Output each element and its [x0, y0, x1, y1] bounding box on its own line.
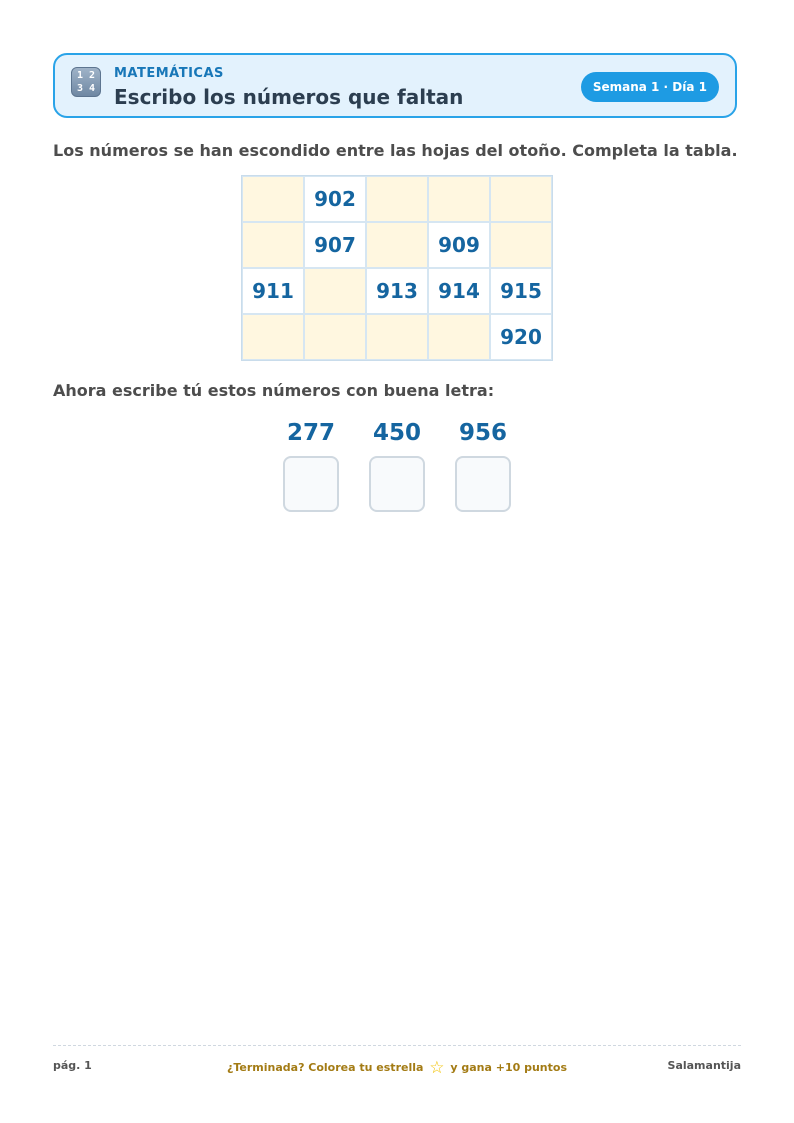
number-cell: 902 [304, 176, 366, 222]
dictation-number: 956 [458, 420, 507, 446]
page-number: pág. 1 [53, 1059, 92, 1072]
dictation-item: 956 [453, 418, 513, 512]
dictation-item: 277 [281, 418, 341, 512]
number-cell: 914 [428, 268, 490, 314]
number-cell: 909 [428, 222, 490, 268]
dictation-instruction: Ahora escribe tú estos números con buena… [53, 381, 495, 400]
dictation-number: 277 [286, 420, 335, 446]
blank-cell[interactable] [366, 222, 428, 268]
answer-box[interactable] [369, 456, 425, 512]
number-cell: 915 [490, 268, 552, 314]
week-day-badge: Semana 1 · Día 1 [580, 72, 719, 102]
subject-label: MATEMÁTICAS [114, 66, 224, 81]
number-cell: 913 [366, 268, 428, 314]
worksheet-header: 1 2 3 4 MATEMÁTICAS Escribo los números … [53, 53, 737, 118]
answer-box[interactable] [283, 456, 339, 512]
reward-message: ¿Terminada? Colorea tu estrella ☆ y gana… [0, 1058, 794, 1078]
grid-instruction: Los números se han escondido entre las h… [53, 141, 738, 160]
reward-text-end: y gana +10 puntos [450, 1061, 567, 1074]
dictation-number: 450 [372, 420, 421, 446]
blank-cell[interactable] [242, 176, 304, 222]
brand-name: Salamantija [667, 1059, 741, 1072]
blank-cell[interactable] [428, 314, 490, 360]
reward-text-start: ¿Terminada? Colorea tu estrella [226, 1061, 424, 1074]
blank-cell[interactable] [428, 176, 490, 222]
blank-cell[interactable] [242, 314, 304, 360]
blank-cell[interactable] [304, 314, 366, 360]
blank-cell[interactable] [304, 268, 366, 314]
answer-box[interactable] [455, 456, 511, 512]
blank-cell[interactable] [242, 222, 304, 268]
blank-cell[interactable] [366, 314, 428, 360]
blank-cell[interactable] [490, 176, 552, 222]
dictation-item: 450 [367, 418, 427, 512]
numbers-icon: 1 2 3 4 [71, 67, 101, 97]
star-icon[interactable]: ☆ [429, 1058, 445, 1078]
number-cell: 920 [490, 314, 552, 360]
blank-cell[interactable] [366, 176, 428, 222]
footer-divider [53, 1045, 741, 1046]
number-cell: 907 [304, 222, 366, 268]
blank-cell[interactable] [490, 222, 552, 268]
number-cell: 911 [242, 268, 304, 314]
page-title: Escribo los números que faltan [114, 85, 464, 109]
